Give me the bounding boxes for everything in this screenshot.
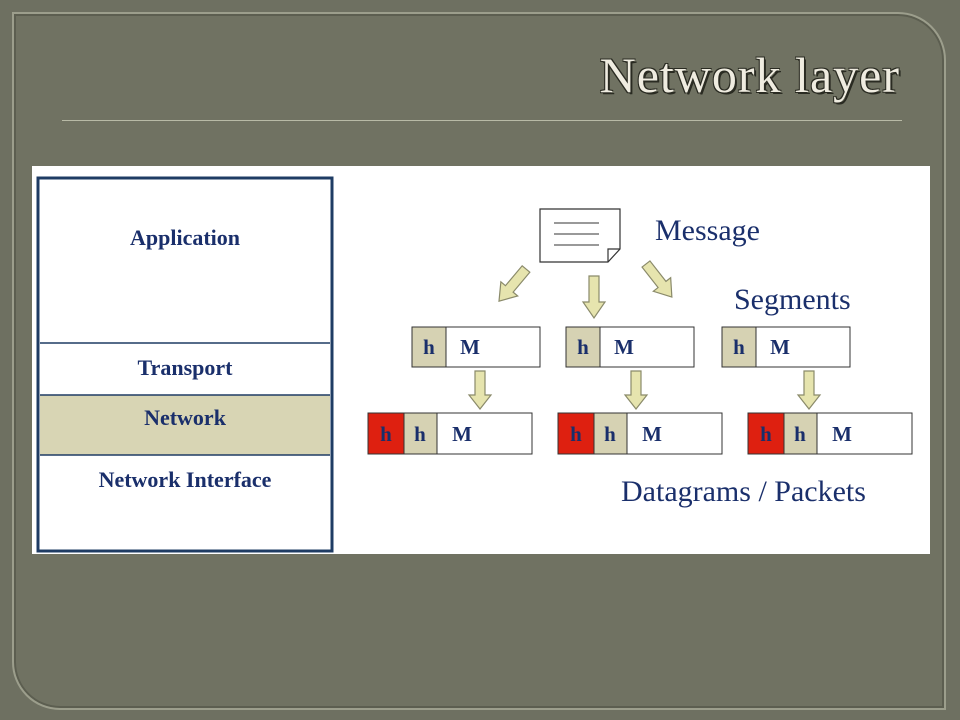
datagram-1: h h M — [367, 412, 533, 455]
datagram-transport-header-field: h — [414, 422, 426, 446]
title-divider — [62, 120, 902, 121]
datagram-message-field: M — [452, 422, 472, 446]
slide-title: Network layer — [599, 47, 900, 103]
stack-frame — [36, 176, 334, 553]
diagram-panel: Application Transport Network Network In… — [32, 166, 930, 554]
layer-network-highlight — [40, 395, 330, 455]
arrow-down-right-icon — [641, 260, 673, 298]
split-arrows — [498, 260, 673, 320]
segment-2: h M — [565, 326, 695, 368]
arrow-down-icon — [467, 370, 493, 410]
message-document-icon — [539, 208, 621, 263]
datagram-message-field: M — [642, 422, 662, 446]
segment-header-field: h — [423, 335, 435, 359]
arrow-down-icon — [623, 370, 649, 410]
segments-label: Segments — [734, 283, 851, 316]
datagram-network-header-field: h — [380, 422, 392, 446]
layer-transport-label: Transport — [138, 355, 234, 380]
arrow-down-icon — [581, 275, 607, 320]
encapsulate-arrows — [467, 370, 822, 410]
datagram-transport-header-field: h — [604, 422, 616, 446]
segment-message-field: M — [614, 335, 634, 359]
segment-3: h M — [721, 326, 851, 368]
datagrams-label: Datagrams / Packets — [621, 475, 866, 508]
segment-message-field: M — [770, 335, 790, 359]
message-label: Message — [655, 214, 760, 247]
segment-header-field: h — [733, 335, 745, 359]
segment-1: h M — [411, 326, 541, 368]
datagram-2: h h M — [557, 412, 723, 455]
segment-message-field: M — [460, 335, 480, 359]
layer-network-label: Network — [144, 405, 227, 430]
datagram-message-field: M — [832, 422, 852, 446]
layer-application-label: Application — [130, 225, 240, 250]
datagram-transport-header-field: h — [794, 422, 806, 446]
protocol-stack: Application Transport Network Network In… — [36, 176, 334, 553]
datagram-network-header-field: h — [570, 422, 582, 446]
arrow-down-left-icon — [498, 264, 531, 302]
diagram-svg: Application Transport Network Network In… — [36, 176, 913, 553]
layer-network-interface-label: Network Interface — [99, 467, 272, 492]
datagram-3: h h M — [747, 412, 913, 455]
segment-header-field: h — [577, 335, 589, 359]
arrow-down-icon — [796, 370, 822, 410]
datagram-network-header-field: h — [760, 422, 772, 446]
